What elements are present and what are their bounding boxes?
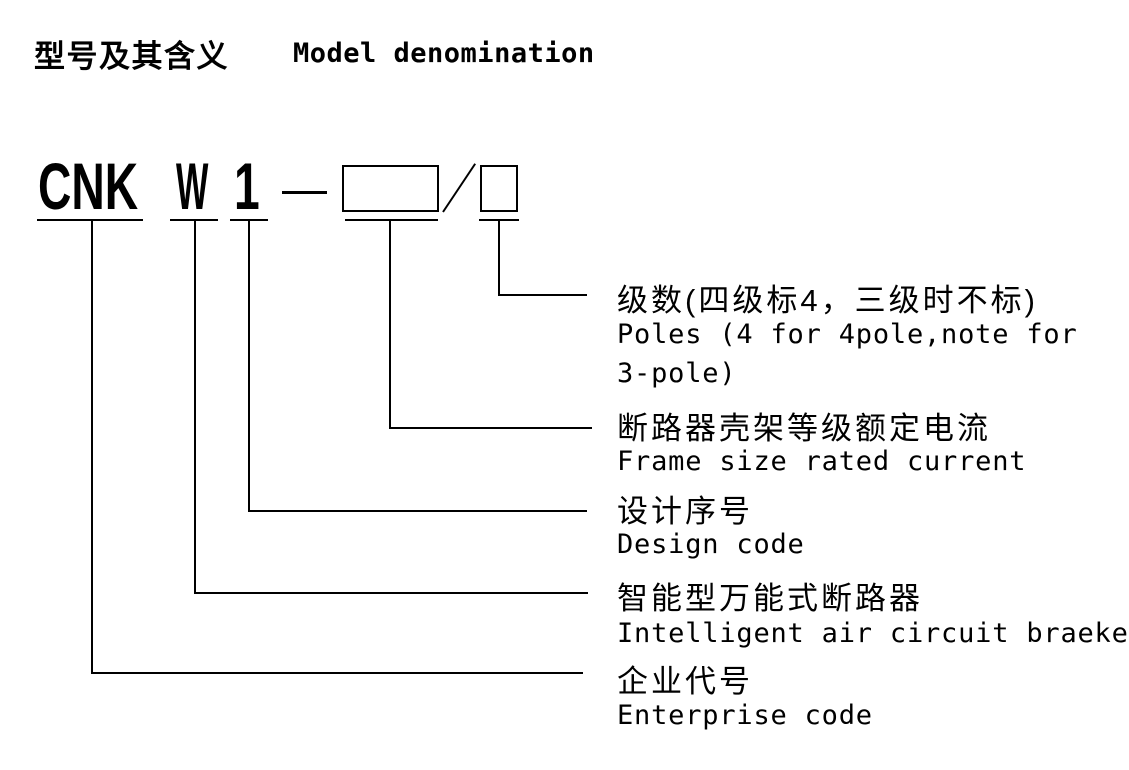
label-poles-en-line1: Poles (4 for 4pole,note for	[617, 319, 1078, 350]
label-design-cn: 设计序号	[617, 494, 753, 529]
model-code-breaker-type: W	[176, 149, 209, 223]
label-enterprise-en: Enterprise code	[617, 700, 873, 731]
page-title-en: Model denomination	[293, 38, 595, 69]
slash-divider	[442, 163, 477, 213]
label-frame-cn: 断路器壳架等级额定电流	[617, 411, 991, 446]
underline-frame	[345, 219, 438, 221]
connector-poles-vertical	[498, 220, 500, 296]
model-code-design: 1	[234, 149, 260, 223]
dash-separator	[282, 191, 327, 194]
label-poles-en-line2: 3-pole)	[617, 358, 737, 389]
label-enterprise-cn: 企业代号	[617, 664, 753, 699]
poles-box	[480, 165, 518, 212]
connector-frame-vertical	[389, 220, 391, 429]
connector-enterprise-horizontal	[91, 672, 583, 674]
connector-breaker-vertical	[194, 220, 196, 594]
label-breaker-cn: 智能型万能式断路器	[617, 581, 923, 616]
underline-enterprise	[37, 219, 143, 221]
frame-current-box	[342, 165, 439, 212]
page-title-cn: 型号及其含义	[34, 39, 229, 74]
label-frame-en: Frame size rated current	[617, 446, 1027, 477]
connector-design-vertical	[248, 220, 250, 512]
connector-frame-horizontal	[389, 427, 592, 429]
label-breaker-en: Intelligent air circuit braeker	[617, 618, 1129, 649]
connector-poles-horizontal	[498, 294, 587, 296]
label-design-en: Design code	[617, 529, 805, 560]
connector-breaker-horizontal	[194, 592, 588, 594]
label-poles-cn: 级数(四级标4，三级时不标)	[617, 283, 1038, 318]
connector-enterprise-vertical	[91, 220, 93, 674]
connector-design-horizontal	[248, 510, 587, 512]
model-code-enterprise: CNK	[38, 149, 139, 223]
